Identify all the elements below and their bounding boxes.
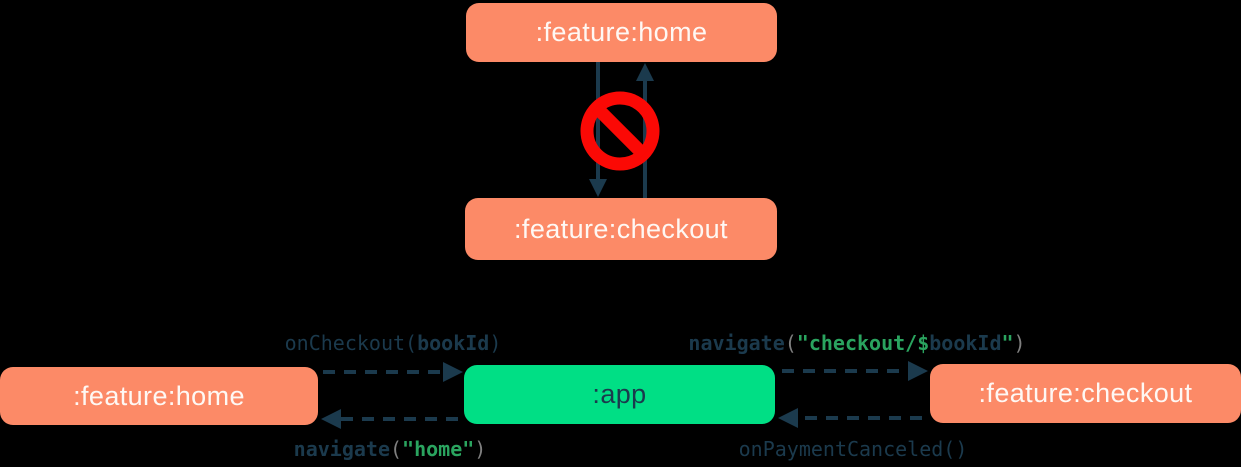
- arrow-home-to-checkout: [589, 62, 607, 197]
- code-function: navigate: [688, 331, 785, 355]
- call-label-onpaymentcanceled: onPaymentCanceled(): [739, 437, 968, 461]
- code-text: onPaymentCanceled(): [738, 437, 968, 461]
- no-entry-icon: [580, 91, 660, 171]
- code-string: ": [1001, 331, 1014, 355]
- module-label: :feature:home: [73, 380, 245, 411]
- call-label-oncheckout: onCheckout(bookId): [285, 331, 502, 355]
- code-paren: (: [784, 331, 797, 355]
- code-string: "checkout/$: [796, 331, 930, 355]
- module-label: :feature:home: [535, 17, 708, 47]
- module-box-feature-home-bottom: :feature:home: [0, 367, 318, 425]
- code-param: bookId: [929, 331, 1002, 355]
- module-box-app: :app: [464, 365, 775, 424]
- code-param: bookId: [417, 331, 490, 355]
- code-function: navigate: [293, 437, 390, 461]
- module-label: :app: [592, 379, 647, 409]
- module-box-feature-checkout-top: :feature:checkout: [465, 198, 777, 260]
- code-paren: ): [1013, 331, 1026, 355]
- module-box-feature-checkout-bottom: :feature:checkout: [930, 364, 1241, 423]
- code-paren: ): [474, 437, 487, 461]
- call-label-navigate-checkout: navigate("checkout/$bookId"): [688, 331, 1025, 355]
- arrow-app-to-home: [321, 409, 458, 429]
- call-label-navigate-home: navigate("home"): [294, 437, 487, 461]
- code-paren: (: [389, 437, 403, 461]
- module-label: :feature:checkout: [514, 213, 728, 244]
- arrow-checkout-to-app: [778, 408, 922, 428]
- module-box-feature-home-top: :feature:home: [466, 3, 777, 62]
- code-text: ): [489, 331, 502, 355]
- module-label: :feature:checkout: [978, 378, 1193, 408]
- arrow-checkout-to-home: [636, 63, 654, 198]
- arrow-home-to-app: [323, 362, 463, 382]
- arrow-app-to-checkout: [782, 361, 928, 381]
- code-string: "home": [402, 437, 475, 461]
- code-text: onCheckout(: [284, 331, 418, 355]
